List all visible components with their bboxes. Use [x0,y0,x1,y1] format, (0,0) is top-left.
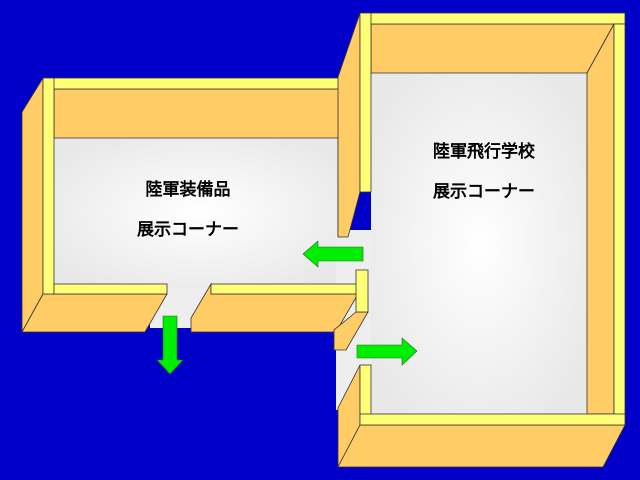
left-room-outer-left-wall [21,76,44,333]
right-room-subtitle: 展示コーナー [433,182,535,202]
arrow-down-icon [156,315,184,375]
right-room-left-rail-lower [359,364,372,416]
right-room-bottom-wall [337,424,626,468]
left-room-subtitle: 展示コーナー [137,220,239,240]
right-room-bottom-rail [359,413,626,426]
left-room-bottom-rail-left [53,283,168,295]
left-room-top-wall [53,88,361,139]
left-room-top-rail [42,77,361,90]
right-room-title: 陸軍飛行学校 [433,142,535,162]
left-room-floor [54,138,344,288]
right-room-middle-post [355,269,369,313]
right-room-outer-left-wall [337,12,361,238]
right-room-top-rail [359,12,626,25]
arrow-left-icon [302,240,364,268]
left-room-title: 陸軍装備品 [145,180,231,200]
left-room-bottom-rail-right [210,283,359,295]
right-room-right-wall [586,23,615,415]
right-room-right-rail [613,23,626,426]
left-room-bottom-wall-left [21,293,168,333]
right-room-left-rail-upper [359,12,372,193]
left-room-left-rail [42,77,55,295]
right-room-top-wall [370,23,615,74]
arrow-right-icon [356,337,418,366]
